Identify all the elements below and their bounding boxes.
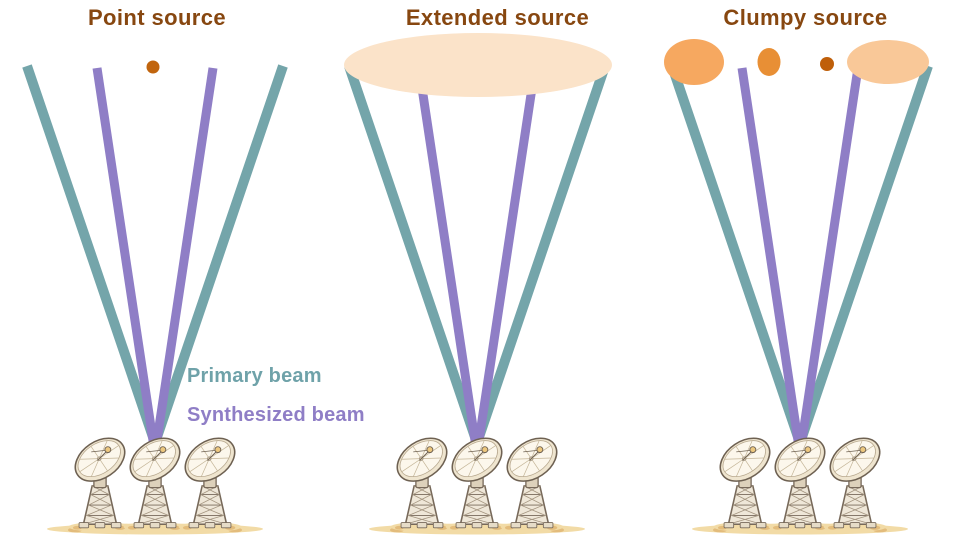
- radio-telescope: [443, 437, 511, 533]
- telescope-array: [711, 437, 889, 533]
- panel-title-extended-source: Extended source: [405, 5, 590, 30]
- primary-beam-lines: [344, 64, 610, 439]
- synthesized-beam-label: Synthesized beam: [187, 404, 365, 426]
- telescope-array: [66, 437, 244, 533]
- synthesized-beam-lines: [92, 67, 218, 448]
- panel-title-point-source: Point source: [87, 5, 227, 30]
- synthesized-beam-lines: [737, 67, 863, 448]
- radio-telescope: [766, 437, 834, 533]
- extended-source-blob: [344, 33, 612, 97]
- clumpy-source-blobs: [664, 39, 929, 85]
- primary-beam-lines: [22, 64, 288, 439]
- primary-beam-label: Primary beam: [187, 365, 322, 387]
- clump-large-pale: [847, 40, 929, 84]
- synthesized-beam-lines: [414, 67, 540, 448]
- clump-dot: [820, 57, 834, 71]
- clump-small: [757, 48, 781, 76]
- panel-clumpy-source: [664, 39, 933, 535]
- radio-telescope: [121, 437, 189, 533]
- radio-telescope: [388, 437, 456, 533]
- primary-beam-lines: [667, 64, 933, 439]
- radio-telescope: [711, 437, 779, 533]
- panel-point-source: [22, 60, 288, 535]
- radio-telescope: [821, 437, 889, 533]
- clump-medium: [664, 39, 724, 85]
- point-source-blob: [146, 60, 160, 74]
- panel-extended-source: [344, 33, 612, 535]
- radio-telescope: [498, 437, 566, 533]
- radio-telescope: [66, 437, 134, 533]
- panel-title-clumpy-source: Clumpy source: [723, 5, 888, 30]
- radio-telescope: [176, 437, 244, 533]
- telescope-array: [388, 437, 566, 533]
